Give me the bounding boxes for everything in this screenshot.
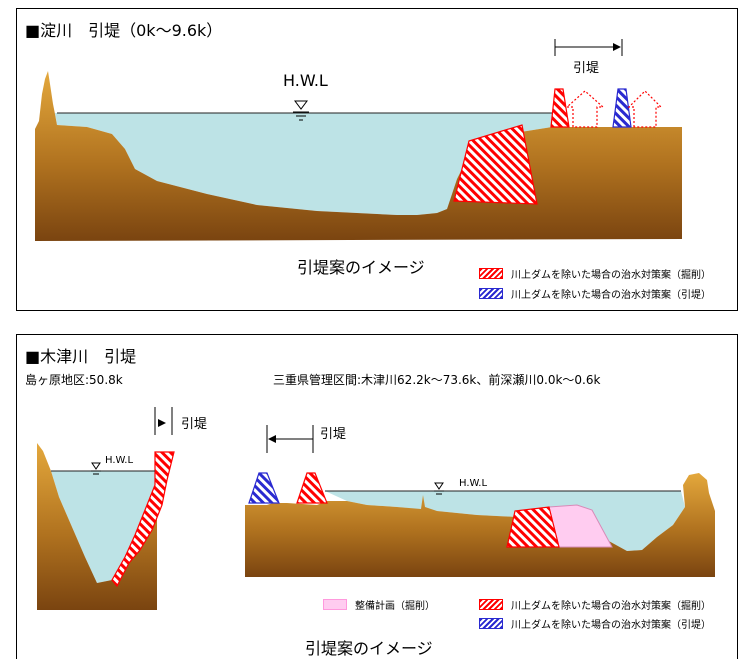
water-level-icon: [293, 100, 309, 121]
legend-label: 整備計画（掘削）: [355, 601, 435, 612]
right-hwl-label: H.W.L: [459, 478, 488, 489]
legend-setback: 川上ダムを除いた場合の治水対策案（引堤）: [479, 286, 711, 301]
arrow-icon: [268, 435, 276, 443]
water-body: [55, 113, 552, 215]
relocated-levee: [248, 472, 280, 504]
relocated-levee: [612, 88, 632, 128]
legend-setback: 川上ダムを除いた場合の治水対策案（引堤）: [479, 616, 711, 631]
yodo-cross-section: [35, 39, 682, 241]
legend-plan: 整備計画（掘削）: [323, 597, 435, 612]
left-site-label: 島ヶ原地区:50.8k: [25, 373, 123, 387]
legend-label: 川上ダムを除いた場合の治水対策案（引堤）: [511, 620, 711, 631]
legend-label: 川上ダムを除いた場合の治水対策案（引堤）: [511, 290, 711, 301]
panel-title: ■淀川 引堤（0k～9.6k）: [25, 21, 223, 40]
arrow-icon: [158, 419, 166, 427]
valley-left: [37, 443, 157, 610]
kizu-river-panel: ■木津川 引堤 島ヶ原地区:50.8k 三重県管理区間:木津川62.2k～73.…: [16, 334, 738, 659]
legend-label: 川上ダムを除いた場合の治水対策案（掘削）: [511, 270, 711, 281]
setback-swatch: [479, 618, 503, 629]
arrow-icon: [613, 43, 621, 51]
existing-levee: [296, 472, 328, 504]
kizu-cross-sections: [37, 407, 715, 610]
excavation-swatch: [479, 268, 503, 279]
left-hwl-label: H.W.L: [105, 455, 134, 466]
excavation-area: [453, 124, 538, 205]
water-level-icon: [434, 482, 444, 495]
water-level-icon: [91, 462, 101, 475]
excavation-area: [111, 451, 175, 588]
caption: 引堤案のイメージ: [297, 258, 425, 277]
riverbed-right: [245, 473, 715, 577]
water-body-left: [51, 471, 157, 583]
excavation-area: [506, 506, 560, 548]
panel-title: ■木津川 引堤: [25, 347, 137, 366]
legend-excavation: 川上ダムを除いた場合の治水対策案（掘削）: [479, 266, 711, 281]
existing-levee: [550, 88, 570, 128]
right-site-label: 三重県管理区間:木津川62.2k～73.6k、前深瀬川0.0k～0.6k: [273, 373, 601, 387]
setback-label: 引堤: [573, 61, 600, 76]
plan-swatch: [323, 599, 347, 610]
hwl-label: H.W.L: [283, 71, 328, 90]
caption: 引堤案のイメージ: [305, 639, 433, 658]
yodo-river-panel: ■淀川 引堤（0k～9.6k） H.W.L 引堤 引堤案のイメージ 川上ダムを除…: [16, 8, 738, 311]
right-setback-label: 引堤: [320, 427, 347, 442]
legend-excavation: 川上ダムを除いた場合の治水対策案（掘削）: [479, 597, 711, 612]
arrow-icon: [627, 90, 663, 128]
legend-label: 川上ダムを除いた場合の治水対策案（掘削）: [511, 601, 711, 612]
arrow-icon: [565, 90, 605, 128]
setback-swatch: [479, 288, 503, 299]
excavation-swatch: [479, 599, 503, 610]
water-body-right: [325, 491, 685, 551]
left-setback-label: 引堤: [181, 417, 208, 432]
